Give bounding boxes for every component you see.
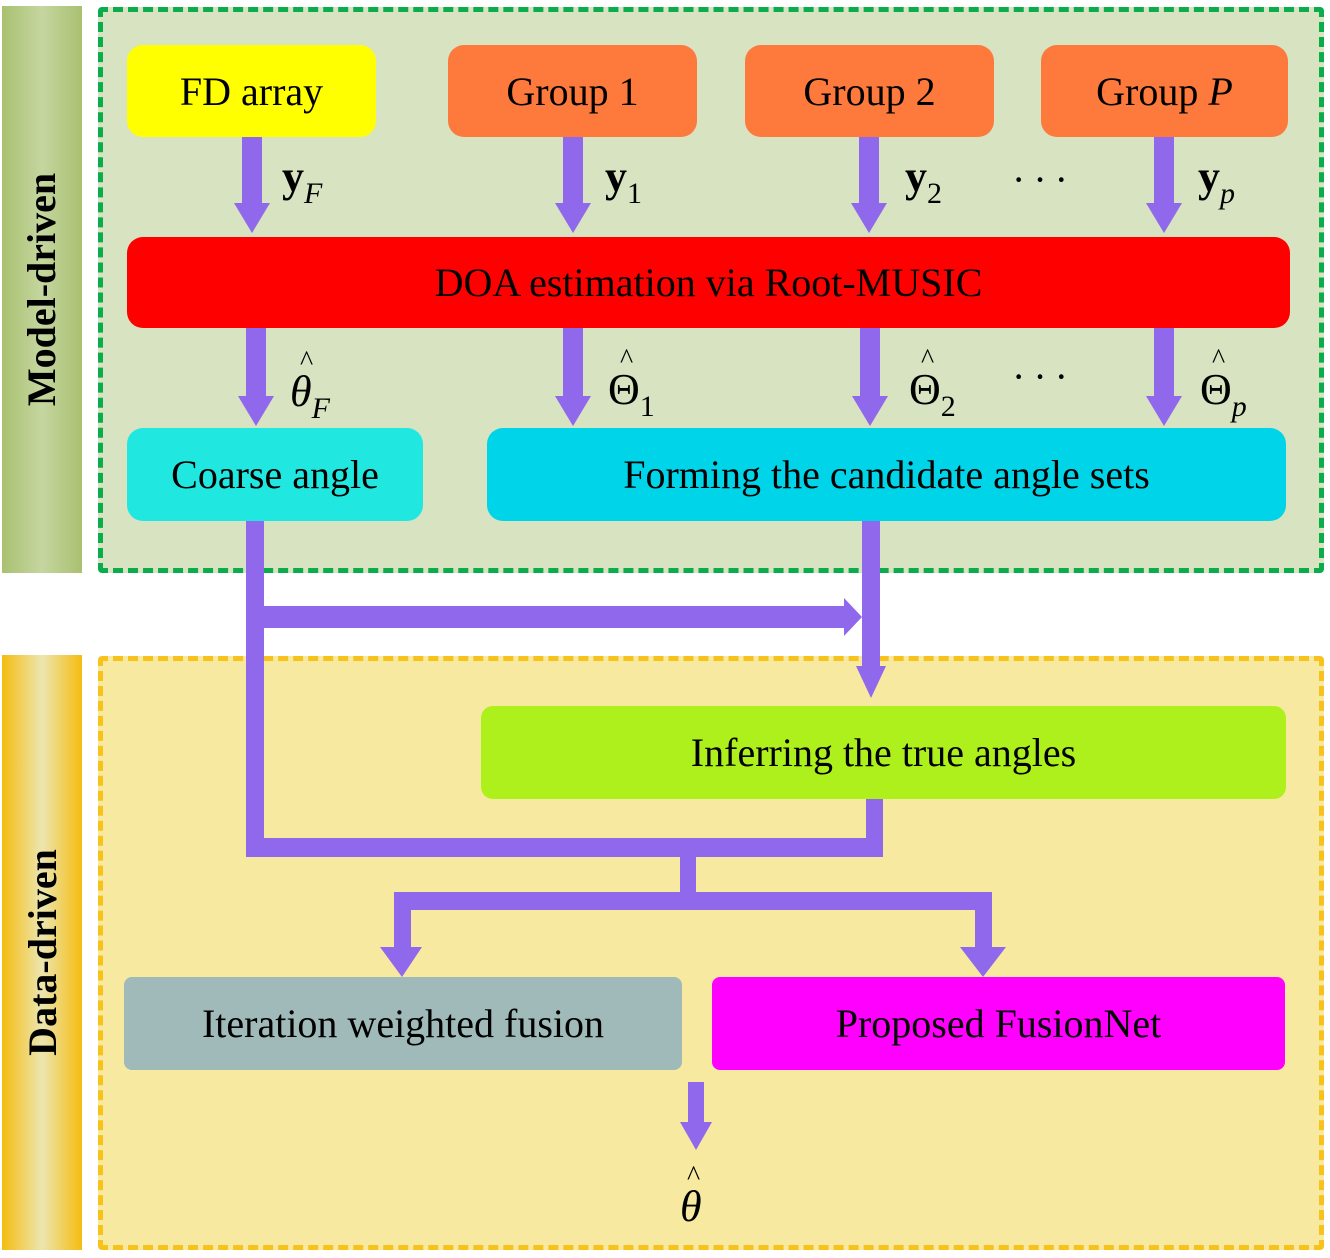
arrow-doa-to-candp-shaft bbox=[1154, 328, 1174, 397]
theta-output-symbol: θ bbox=[680, 1185, 702, 1229]
Theta-2-subscript: 2 bbox=[940, 390, 956, 423]
arrow-g1-to-doa-head bbox=[555, 203, 591, 233]
fusionnet-box: Proposed FusionNet bbox=[712, 977, 1285, 1070]
arrow-cand-to-infer-head bbox=[856, 666, 886, 698]
y-f-subscript: F bbox=[304, 177, 323, 210]
y-glyph: y bbox=[605, 152, 627, 201]
y-2-subscript: 2 bbox=[927, 177, 942, 210]
line-merge-horizontal bbox=[246, 838, 883, 857]
hat-theta-1: ^ bbox=[620, 344, 634, 375]
arrow-doa-to-cand1-shaft bbox=[563, 328, 583, 397]
line-split-right bbox=[975, 892, 992, 948]
arrow-to-iteration-head bbox=[380, 947, 422, 977]
arrow-g2-to-doa-head bbox=[851, 203, 887, 233]
ellipsis-top: ··· bbox=[1012, 157, 1076, 202]
candidate-sets-box: Forming the candidate angle sets bbox=[487, 428, 1286, 521]
doa-estimation-box: DOA estimation via Root-MUSIC bbox=[127, 237, 1290, 328]
hat-theta-p: ^ bbox=[1212, 344, 1226, 375]
infer-true-angles-label: Inferring the true angles bbox=[690, 730, 1077, 775]
group-p-label: Group P bbox=[1096, 68, 1233, 115]
group-1-box: Group 1 bbox=[448, 45, 697, 137]
ellipsis-middle: ··· bbox=[1012, 354, 1076, 399]
iteration-fusion-box: Iteration weighted fusion bbox=[124, 977, 682, 1070]
y-p-subscript: p bbox=[1220, 177, 1235, 210]
group-p-var: P bbox=[1208, 68, 1233, 114]
hat-theta-f: ^ bbox=[300, 346, 314, 377]
theta-f-symbol: θF bbox=[290, 370, 330, 424]
arrow-fd-to-doa-head bbox=[234, 203, 270, 233]
y-p-symbol: yp bbox=[1198, 155, 1235, 209]
y-2-symbol: y2 bbox=[905, 155, 942, 209]
y-1-subscript: 1 bbox=[627, 177, 642, 210]
iteration-fusion-label: Iteration weighted fusion bbox=[201, 1001, 605, 1046]
group-p-prefix: Group bbox=[1096, 68, 1209, 114]
line-merge-stem bbox=[680, 855, 696, 897]
theta-f-subscript: F bbox=[311, 392, 330, 425]
arrow-doa-to-candp-head bbox=[1146, 396, 1182, 426]
doa-estimation-label: DOA estimation via Root-MUSIC bbox=[434, 260, 983, 305]
arrow-gp-to-doa-shaft bbox=[1154, 137, 1174, 204]
group-1-label: Group 1 bbox=[506, 68, 639, 114]
arrow-doa-to-cand1-head bbox=[555, 396, 591, 426]
line-cand-down bbox=[862, 521, 880, 667]
hat-theta-output: ^ bbox=[687, 1161, 701, 1192]
model-driven-label-bar: Model-driven bbox=[2, 6, 82, 573]
Theta-p-symbol: Θp bbox=[1200, 368, 1247, 422]
Theta-glyph: Θ bbox=[608, 365, 640, 414]
theta-glyph: θ bbox=[680, 1182, 702, 1231]
line-split-horizontal bbox=[394, 892, 992, 910]
hat-theta-2: ^ bbox=[921, 344, 935, 375]
arrow-fd-to-doa-shaft bbox=[242, 137, 262, 204]
line-output bbox=[688, 1082, 704, 1124]
candidate-sets-label: Forming the candidate angle sets bbox=[623, 452, 1150, 497]
coarse-angle-box: Coarse angle bbox=[127, 428, 423, 521]
arrow-to-fusionnet-head bbox=[960, 947, 1006, 977]
arrow-doa-to-cand2-head bbox=[852, 396, 888, 426]
arrow-doa-to-coarse-shaft bbox=[246, 328, 266, 397]
fd-array-label: FD array bbox=[179, 68, 324, 114]
group-p-box: Group P bbox=[1041, 45, 1288, 137]
arrow-doa-to-coarse-head bbox=[238, 396, 274, 426]
group-2-label: Group 2 bbox=[803, 68, 936, 114]
Theta-p-subscript: p bbox=[1231, 390, 1247, 423]
line-coarse-down bbox=[246, 521, 264, 857]
arrow-gp-to-doa-head bbox=[1146, 203, 1182, 233]
Theta-glyph: Θ bbox=[1200, 365, 1232, 414]
coarse-angle-label: Coarse angle bbox=[171, 452, 379, 497]
group-2-box: Group 2 bbox=[745, 45, 994, 137]
Theta-1-subscript: 1 bbox=[639, 390, 655, 423]
y-glyph: y bbox=[1198, 152, 1220, 201]
y-glyph: y bbox=[282, 152, 304, 201]
arrow-coarse-right-head bbox=[844, 598, 862, 636]
line-split-left bbox=[394, 892, 411, 948]
y-1-symbol: y1 bbox=[605, 155, 642, 209]
arrow-g2-to-doa-shaft bbox=[859, 137, 879, 204]
line-coarse-right bbox=[262, 606, 844, 628]
y-glyph: y bbox=[905, 152, 927, 201]
fd-array-box: FD array bbox=[127, 45, 376, 137]
y-f-symbol: yF bbox=[282, 155, 322, 209]
infer-true-angles-box: Inferring the true angles bbox=[481, 706, 1286, 799]
Theta-1-symbol: Θ1 bbox=[608, 368, 655, 422]
theta-glyph: θ bbox=[290, 367, 312, 416]
Theta-glyph: Θ bbox=[909, 365, 941, 414]
arrow-output-head bbox=[680, 1122, 712, 1150]
arrow-doa-to-cand2-shaft bbox=[860, 328, 880, 397]
fusionnet-label: Proposed FusionNet bbox=[835, 1001, 1162, 1046]
arrow-g1-to-doa-shaft bbox=[563, 137, 583, 204]
data-driven-label-bar: Data-driven bbox=[2, 655, 82, 1250]
Theta-2-symbol: Θ2 bbox=[909, 368, 956, 422]
